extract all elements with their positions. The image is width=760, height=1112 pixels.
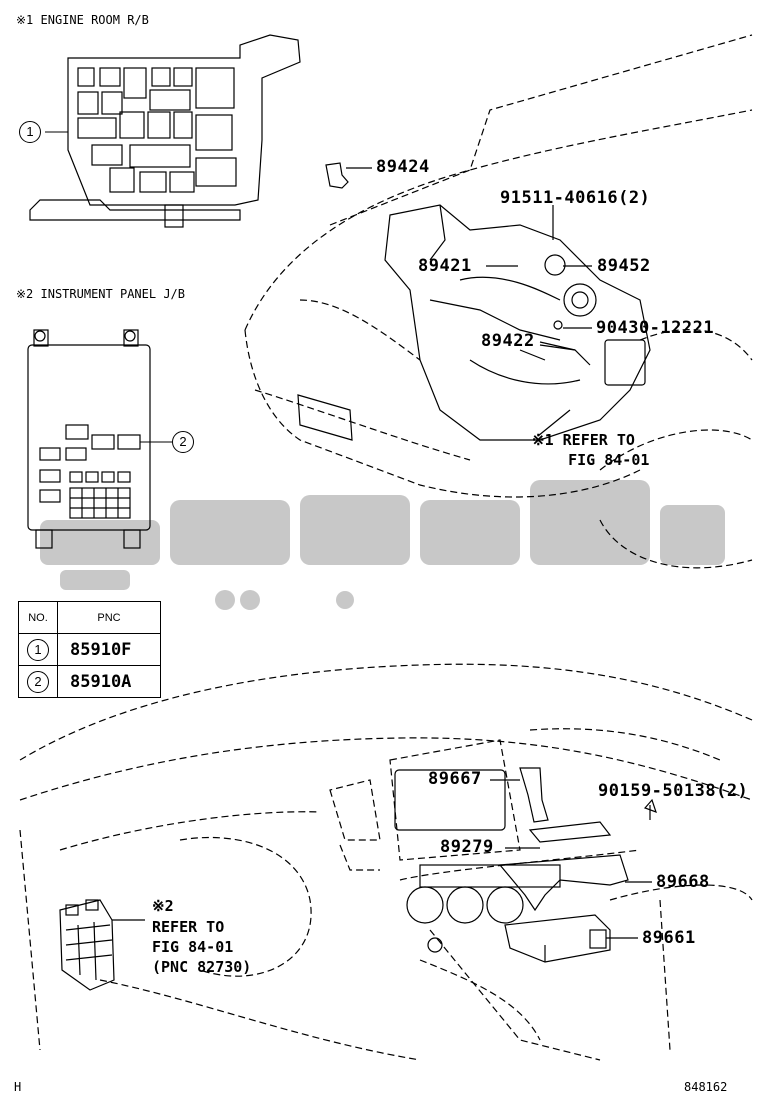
airbag-sensor-ecu-89661 [504,914,611,963]
part-label-89452: 89452 [597,256,651,276]
pnc-table: NO. PNC 1 85910F 2 85910A [18,601,161,698]
part-label-89279: 89279 [440,837,494,857]
reference-mark-2: ※2 [152,897,174,915]
footer-left-code: H [14,1080,22,1094]
engine-assembly [384,204,651,441]
bracket-89668 [498,821,629,912]
callout-2: 2 [172,431,194,453]
pnc-table-header: NO. PNC [18,601,161,634]
row-pnc: 85910F [57,633,161,666]
instrument-panel-junction-block [27,329,151,549]
vents-and-controls [394,769,561,953]
row-number: 2 [27,670,49,693]
part-label-90430: 90430-12221 [596,318,715,338]
knock-sensor-89424 [325,162,349,189]
row-pnc: 85910A [57,665,161,698]
part-label-89422: 89422 [481,331,535,351]
section-title-engine-room: ※1 ENGINE ROOM R/B [16,13,149,27]
table-row: 1 85910F [18,633,161,666]
instrument-panel-jb-installed [59,899,115,991]
part-label-90159: 90159-50138(2) [598,781,749,801]
part-label-91511: 91511-40616(2) [500,188,651,208]
vehicle-front-outline [244,34,753,569]
reference-note-1: ※1 REFER TO FIG 84-01 [532,431,650,469]
watermark-logo [40,480,725,610]
header-pnc: PNC [57,601,161,634]
part-label-89424: 89424 [376,157,430,177]
section-title-instrument-panel: ※2 INSTRUMENT PANEL J/B [16,287,185,301]
row-number: 1 [27,638,49,661]
callout-1: 1 [19,121,41,143]
footer-figure-number: 848162 [684,1080,728,1094]
header-no: NO. [18,601,58,634]
reference-note-2: REFER TO FIG 84-01 (PNC 82730) [152,918,252,976]
part-label-89667: 89667 [428,769,482,789]
part-label-89661: 89661 [642,928,696,948]
dashboard-outline [19,663,753,1061]
table-row: 2 85910A [18,665,161,698]
engine-room-relay-block [29,34,301,228]
bracket-89667 [519,767,549,823]
part-label-89668: 89668 [656,872,710,892]
vehicle-grille [297,394,353,441]
part-label-89421: 89421 [418,256,472,276]
